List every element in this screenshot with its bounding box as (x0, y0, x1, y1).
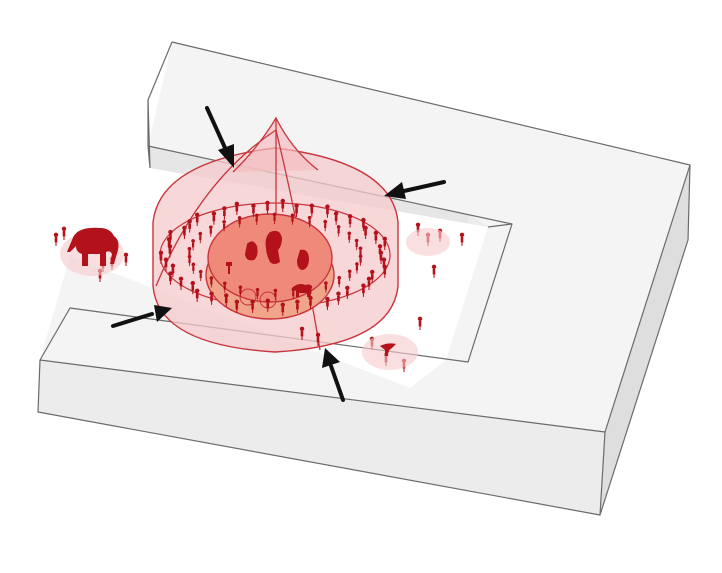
person-figure (62, 227, 66, 240)
outside-spot-bottom (362, 334, 418, 370)
outside-spot-right (406, 228, 450, 256)
person-figure (54, 233, 58, 246)
